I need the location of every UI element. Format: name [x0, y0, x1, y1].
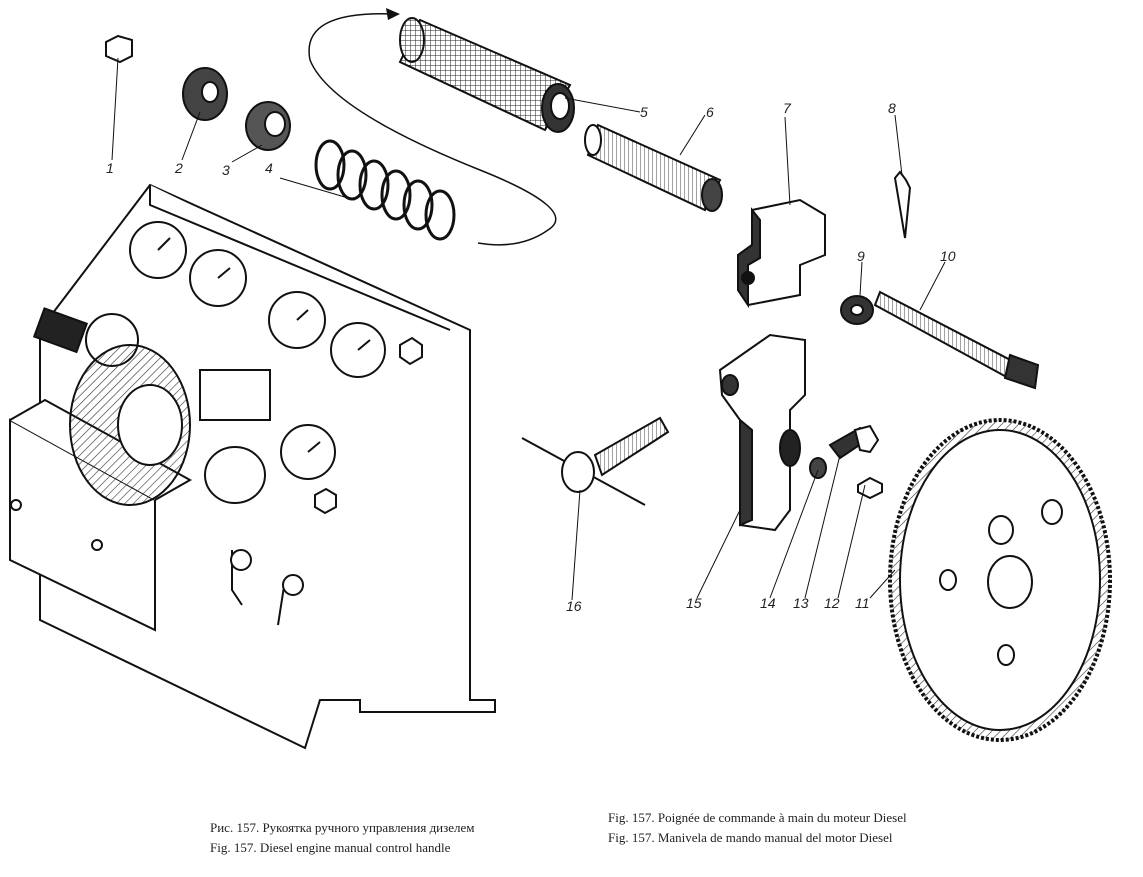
part-1-nut [105, 34, 133, 64]
callout-9: 9 [857, 248, 865, 264]
part-8-cotter-pin [893, 170, 912, 239]
callout-15: 15 [686, 595, 702, 611]
callout-14: 14 [760, 595, 776, 611]
callout-1: 1 [106, 160, 114, 176]
caption-right: Fig. 157. Poignée de commande à main du … [608, 808, 907, 848]
callout-8: 8 [888, 100, 896, 116]
callout-12: 12 [824, 595, 840, 611]
leader-lines [111, 57, 946, 601]
part-16-lever-handle [521, 416, 670, 506]
caption-russian: Рис. 157. Рукоятка ручного управления ди… [210, 820, 475, 835]
part-3-castle-nut [245, 101, 291, 151]
caption-spanish: Fig. 157. Manivela de mando manual del m… [608, 830, 893, 845]
callout-3: 3 [222, 162, 230, 178]
part-11-gear [888, 418, 1112, 742]
callout-4: 4 [265, 160, 273, 176]
part-2-washer [182, 67, 228, 121]
part-14-washer [809, 457, 827, 479]
callout-13: 13 [793, 595, 809, 611]
part-12-key [857, 476, 883, 500]
callout-11: 11 [855, 595, 870, 611]
part-7-bracket [737, 198, 826, 309]
callout-6: 6 [706, 104, 714, 120]
callout-5: 5 [640, 104, 648, 120]
part-15-yoke [718, 333, 806, 532]
part-10-bolt [873, 290, 1040, 390]
part-4-spring [314, 139, 456, 241]
part-6-threaded-tube [584, 123, 723, 212]
callout-7: 7 [783, 100, 791, 116]
handle-assembly-mounted [32, 307, 304, 626]
caption-english: Fig. 157. Diesel engine manual control h… [210, 840, 451, 855]
caption-left: Рис. 157. Рукоятка ручного управления ди… [210, 818, 475, 858]
part-9-washer [840, 295, 874, 325]
arrow-head-icon [386, 8, 400, 20]
caption-french: Fig. 157. Poignée de commande à main du … [608, 810, 907, 825]
assembly-path-arrow [308, 12, 557, 246]
callout-2: 2 [175, 160, 183, 176]
part-5-knurled-grip [398, 17, 575, 133]
control-panel-housing [9, 183, 496, 750]
callout-10: 10 [940, 248, 956, 264]
part-13-bolt [828, 424, 880, 460]
callout-16: 16 [566, 598, 582, 614]
